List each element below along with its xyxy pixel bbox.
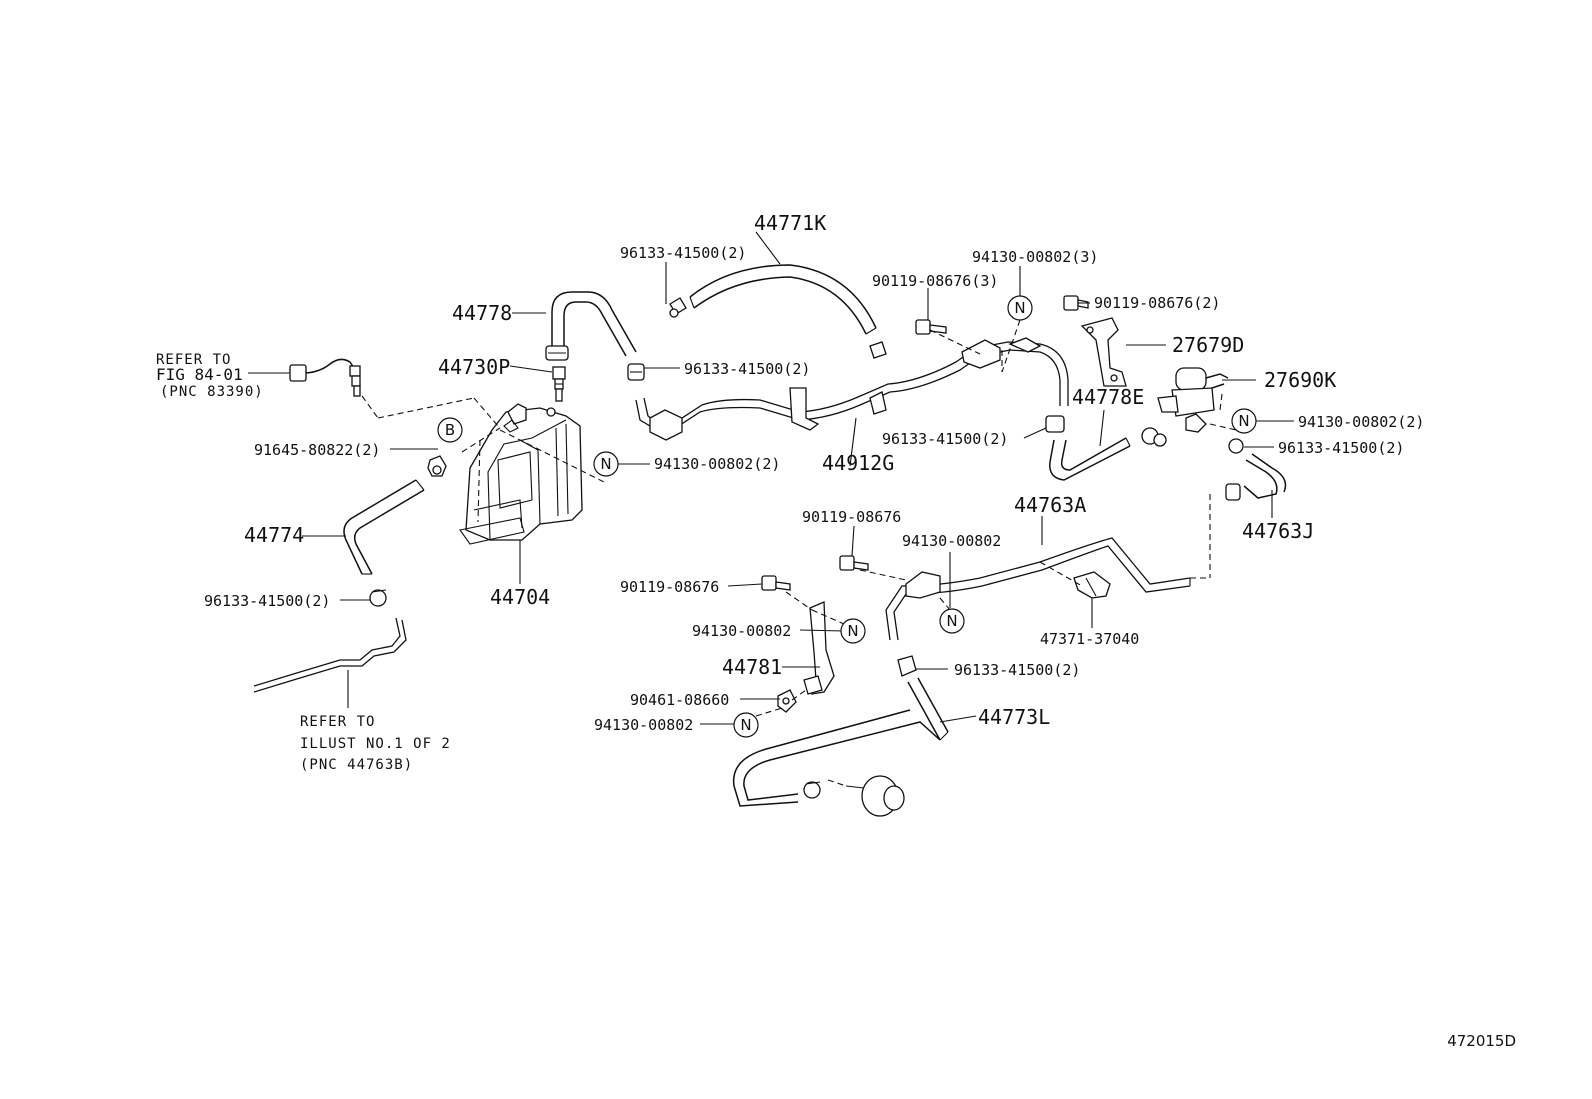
n-marker-right: N: [1231, 408, 1257, 434]
label-bolt-top: 90119-08676(3): [872, 272, 998, 290]
bolt-icon: [915, 319, 947, 335]
label-nut-mid: 94130-00802: [902, 532, 1001, 550]
hose-44763J: [1243, 453, 1287, 499]
ref-bottom-line3: (PNC 44763B): [300, 757, 413, 773]
clip-icon: [777, 689, 797, 713]
pipe-44763A: [885, 537, 1191, 641]
ref-top-line1: REFER TO: [156, 352, 231, 368]
n-marker-left: N: [593, 451, 619, 477]
clamp-icon: [869, 341, 887, 359]
clamp-icon: [897, 655, 917, 677]
leader-lines: [248, 231, 1294, 787]
n-marker-bottom: N: [733, 712, 759, 738]
label-clamp-top-left: 96133-41500(2): [620, 244, 746, 262]
label-nut-left: 94130-00802(2): [654, 455, 780, 473]
hose-44771K: [689, 264, 877, 335]
svg-text:N: N: [600, 455, 611, 473]
pipe-44912G: [635, 337, 1069, 441]
label-44773L: 44773L: [978, 705, 1050, 729]
ref-top-line3: (PNC 83390): [160, 384, 264, 400]
label-27690K: 27690K: [1264, 368, 1336, 392]
label-bolt-right: 90119-08676(2): [1094, 294, 1220, 312]
clamp-icon: [369, 589, 387, 607]
label-27679D: 27679D: [1172, 333, 1244, 357]
label-44763A: 44763A: [1014, 493, 1086, 517]
label-nut-lower: 94130-00802: [692, 622, 791, 640]
n-marker-mid: N: [939, 608, 965, 634]
reservoir-44704: [459, 403, 583, 545]
fitting-icon: [845, 775, 905, 817]
label-clip-lower: 90461-08660: [630, 691, 729, 709]
label-nut-right: 94130-00802(2): [1298, 413, 1424, 431]
ref-bottom-line1: REFER TO: [300, 714, 375, 730]
bracket-27679D: [1080, 317, 1127, 387]
label-clamp-right: 96133-41500(2): [1278, 439, 1404, 457]
label-44704: 44704: [490, 585, 550, 609]
label-nut-top: 94130-00802(3): [972, 248, 1098, 266]
svg-text:B: B: [445, 421, 455, 439]
pipe-ref-lower: [253, 617, 407, 693]
label-grommet-left: 91645-80822(2): [254, 441, 380, 459]
grommet-icon: [427, 455, 447, 477]
label-44763J: 44763J: [1242, 519, 1314, 543]
bolt-icon: [761, 575, 791, 591]
clamp-icon: [669, 297, 687, 318]
clamp-icon: [627, 363, 645, 381]
label-clamp-lower: 96133-41500(2): [954, 661, 1080, 679]
svg-text:N: N: [847, 622, 858, 640]
hose-44778E: [1049, 437, 1131, 481]
label-44778: 44778: [452, 301, 512, 325]
ref-bottom-line2: ILLUST NO.1 OF 2: [300, 736, 451, 752]
bolt-icon: [1063, 295, 1089, 311]
hose-44773L: [732, 677, 949, 807]
label-nut-bottom: 94130-00802: [594, 716, 693, 734]
clamp-icon: [1225, 483, 1241, 501]
label-bolt-mid: 90119-08676: [802, 508, 901, 526]
connector-47371: [1073, 571, 1111, 599]
svg-text:N: N: [1238, 412, 1249, 430]
svg-text:N: N: [1014, 299, 1025, 317]
label-44912G: 44912G: [822, 451, 894, 475]
n-marker-top: N: [1007, 295, 1033, 321]
valve-44730P: [552, 366, 566, 402]
label-bolt-lower: 90119-08676: [620, 578, 719, 596]
hose-44774: [343, 479, 425, 575]
svg-text:N: N: [946, 612, 957, 630]
hose-44778: [551, 291, 637, 357]
n-marker-lower: N: [840, 618, 866, 644]
label-44730P: 44730P: [438, 355, 510, 379]
sensor-connector: [289, 358, 361, 397]
label-44771K: 44771K: [754, 211, 826, 235]
label-44774: 44774: [244, 523, 304, 547]
label-clamp-top-mid: 96133-41500(2): [684, 360, 810, 378]
label-44778E: 44778E: [1072, 385, 1144, 409]
label-clamp-left: 96133-41500(2): [204, 592, 330, 610]
clamp-icon: [1045, 415, 1065, 433]
valve-27690K: [1157, 367, 1229, 433]
clamp-icon: [545, 345, 569, 361]
label-connector-lower: 47371-37040: [1040, 630, 1139, 648]
b-marker: B: [437, 417, 463, 443]
clamp-icon: [1141, 427, 1167, 447]
clamp-icon: [803, 781, 821, 799]
svg-text:N: N: [740, 716, 751, 734]
figure-id: 472015D: [1447, 1032, 1516, 1050]
bolt-icon: [839, 555, 869, 571]
ref-top-line2: FIG 84-01: [156, 365, 243, 384]
label-clamp-mid: 96133-41500(2): [882, 430, 1008, 448]
label-44781: 44781: [722, 655, 782, 679]
bracket-44781: [803, 601, 835, 695]
clamp-icon: [1228, 438, 1244, 454]
